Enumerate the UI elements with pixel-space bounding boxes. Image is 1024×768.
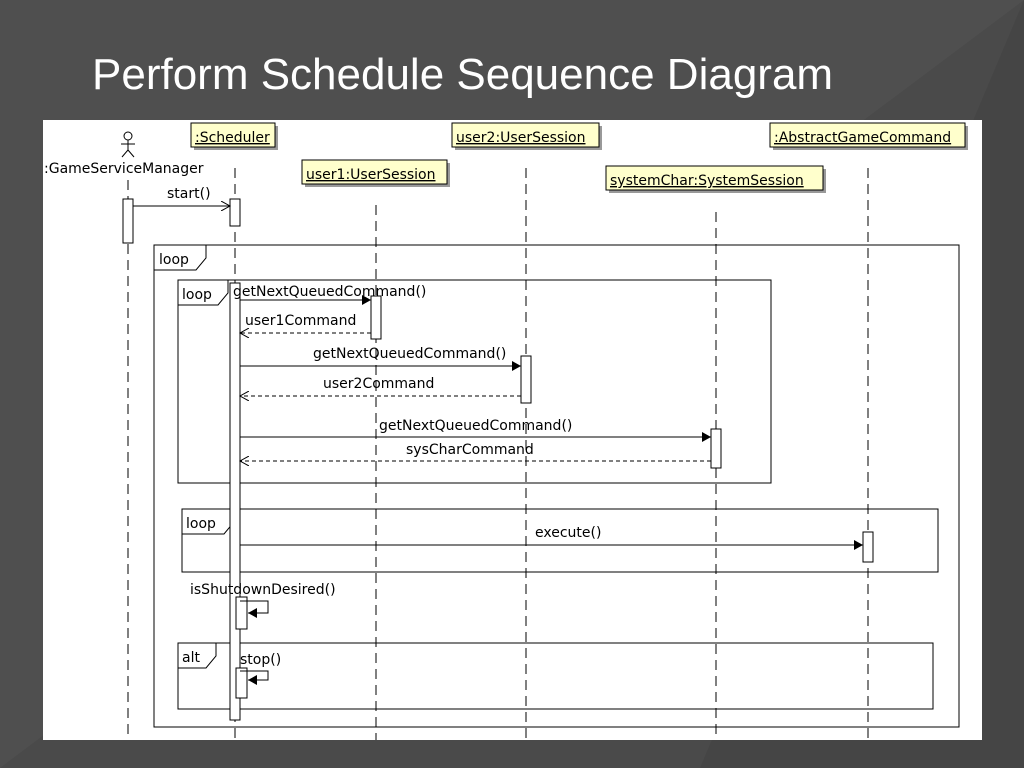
lifelines <box>127 168 869 740</box>
actor-label: :GameServiceManager <box>44 161 204 177</box>
svg-text:user2:UserSession: user2:UserSession <box>456 130 586 146</box>
participant-system: systemChar:SystemSession <box>605 165 826 193</box>
fragment-alt: alt <box>177 642 934 710</box>
participant-scheduler: :Scheduler <box>190 122 278 150</box>
msg-start: start() <box>167 186 211 202</box>
msg-return-user2: user2Command <box>323 376 434 392</box>
svg-text:user1:UserSession: user1:UserSession <box>306 167 436 183</box>
diagram-canvas: :GameServiceManager :Scheduler user1:Use… <box>44 122 968 740</box>
msg-get-user1: getNextQueuedCommand() <box>233 284 426 300</box>
actor-figure <box>121 131 135 158</box>
svg-text:alt: alt <box>182 650 200 666</box>
svg-text:loop: loop <box>186 516 216 532</box>
sequence-diagram: :GameServiceManager :Scheduler user1:Use… <box>43 120 982 740</box>
fragment-outer-loop: loop <box>153 244 960 728</box>
svg-text:loop: loop <box>182 287 212 303</box>
participant-user2: user2:UserSession <box>451 122 602 150</box>
svg-text::AbstractGameCommand: :AbstractGameCommand <box>774 130 951 146</box>
msg-shutdown: isShutdownDesired() <box>190 582 336 598</box>
activation-bars <box>122 198 874 721</box>
fragment-inner-loop: loop <box>177 279 772 484</box>
msg-stop: stop() <box>240 652 281 668</box>
svg-text::Scheduler: :Scheduler <box>195 130 270 146</box>
svg-text:systemChar:SystemSession: systemChar:SystemSession <box>610 173 804 189</box>
svg-text:loop: loop <box>159 252 189 268</box>
msg-get-user2: getNextQueuedCommand() <box>313 346 506 362</box>
participant-command: :AbstractGameCommand <box>769 122 968 150</box>
slide-title: Perform Schedule Sequence Diagram <box>92 50 834 99</box>
participant-user1: user1:UserSession <box>301 159 450 187</box>
message-arrows <box>133 206 863 685</box>
msg-execute: execute() <box>535 525 601 541</box>
msg-get-system: getNextQueuedCommand() <box>379 418 572 434</box>
msg-return-system: sysCharCommand <box>406 442 534 458</box>
msg-return-user1: user1Command <box>245 313 356 329</box>
